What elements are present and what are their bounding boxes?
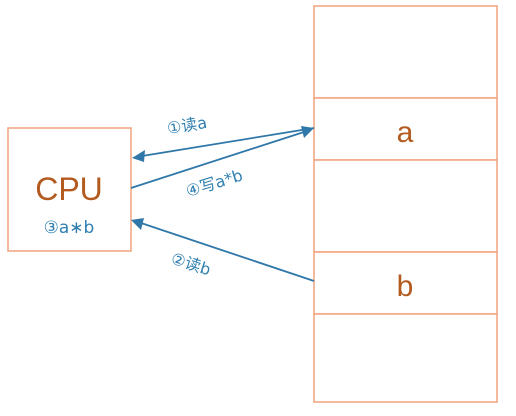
read-a-label: ①读a [166,113,209,138]
memory-cell-empty [313,159,498,253]
read-b-arrow [140,222,315,282]
memory-cell-b [313,251,498,315]
memory-cell-empty [313,313,498,403]
cpu-rectangle [7,127,132,252]
memory-column: a b [313,5,498,403]
read-b-label: ②读b [169,249,213,280]
data-flow-arrows: ①读a ④写a*b ②读b [130,113,315,282]
write-result-arrow [130,131,305,189]
memory-cell-empty [313,5,498,99]
read-a-arrowhead [132,150,145,162]
read-a-arrow [141,127,315,157]
cpu-title: CPU [35,171,103,207]
read-b-arrowhead [131,218,144,230]
cpu-box: CPU ③a∗b [7,127,132,252]
write-result-label: ④写a*b [184,166,245,201]
memory-label-a: a [397,116,414,149]
memory-label-b: b [397,270,414,303]
write-result-arrowhead [301,126,314,138]
memory-cell-a [313,97,498,161]
cpu-operation-label: ③a∗b [44,218,95,238]
